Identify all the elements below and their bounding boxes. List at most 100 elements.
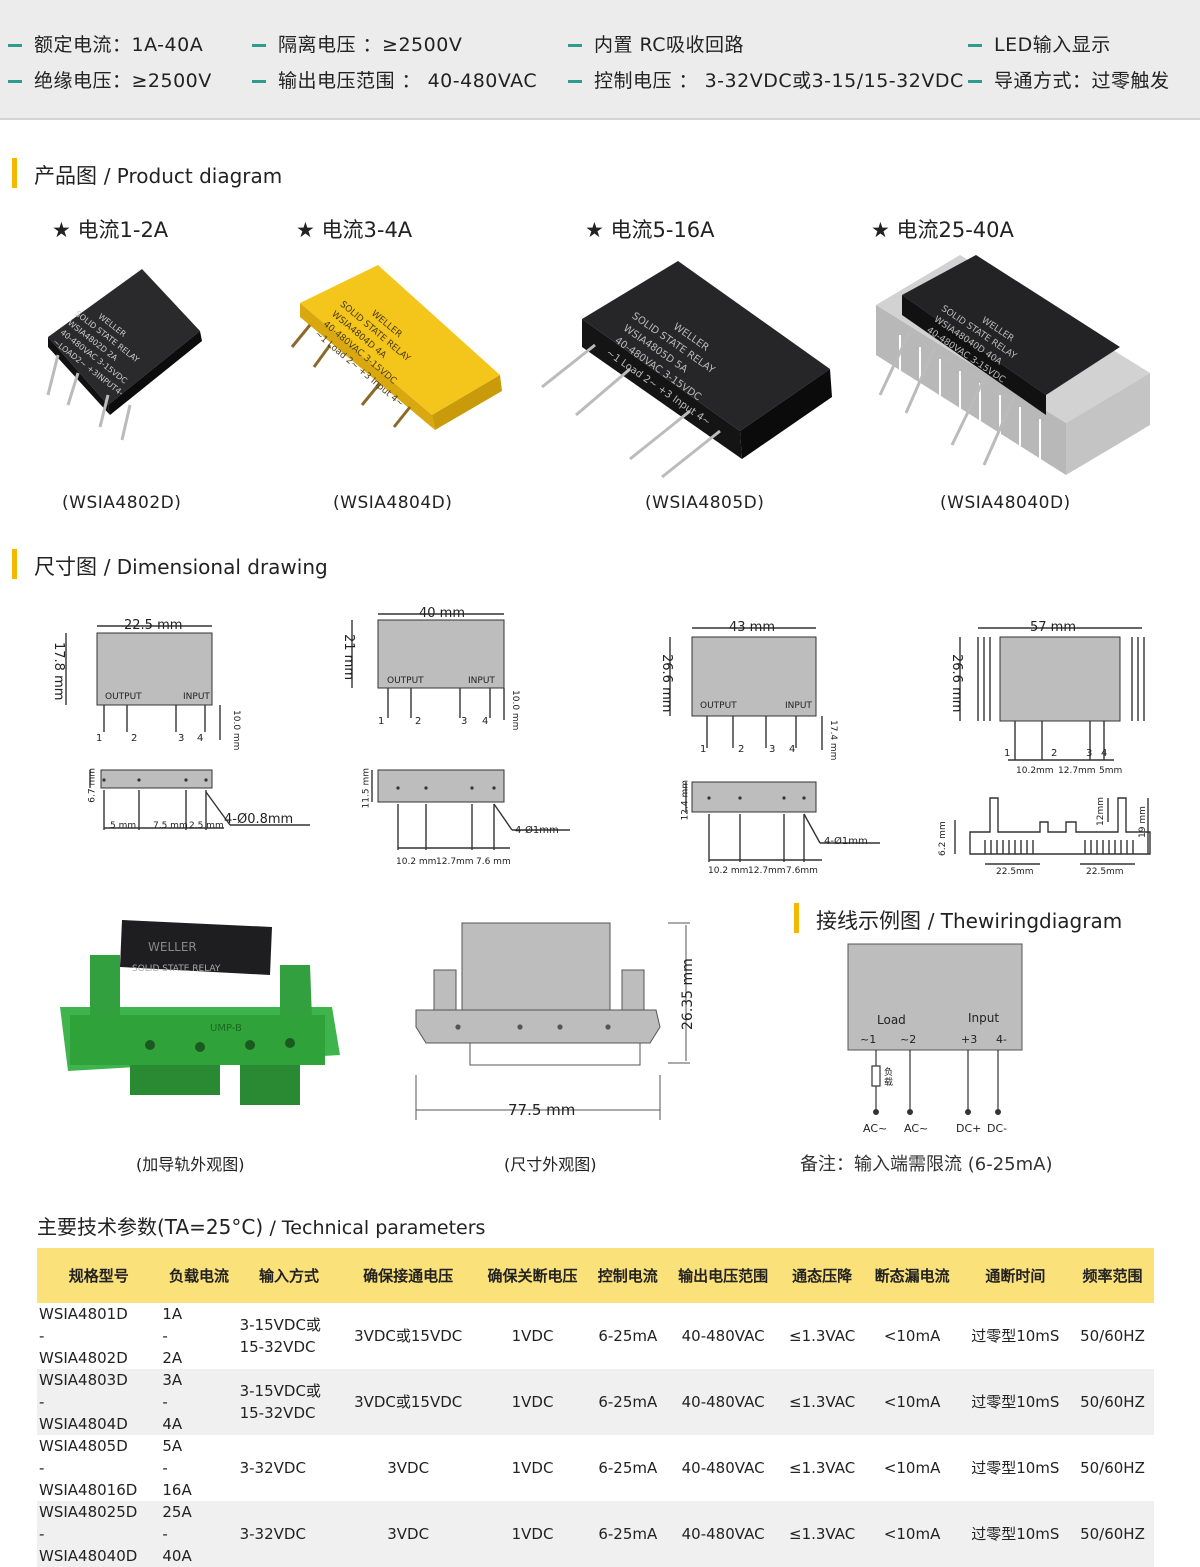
rail-module-image: WELLER SOLID STATE RELAY UMP-B — [60, 920, 340, 1105]
section-product-header: 产品图 / Product diagram — [12, 158, 282, 190]
dash-icon — [8, 44, 22, 47]
dim-spacing: 7.6mm — [786, 866, 818, 876]
output-voltage-cell: 40-480VAC — [666, 1369, 780, 1435]
dim-spacing: 5 mm — [110, 821, 137, 831]
dim-heatsink-width: 22.5mm — [1086, 867, 1124, 877]
table-header-cell: 控制电流 — [589, 1248, 667, 1303]
pin-number: 3 — [178, 733, 185, 744]
input-label: INPUT — [183, 692, 210, 702]
pin-number: 4 — [789, 744, 796, 755]
switch-time-cell: 过零型10mS — [959, 1369, 1071, 1435]
dim-width: 43 mm — [729, 620, 776, 635]
rail-drawings: WELLER SOLID STATE RELAY UMP-B — [60, 920, 690, 1120]
wiring-terminal: AC~ — [863, 1122, 888, 1135]
leakage-cell: <10mA — [883, 1327, 941, 1345]
section-params-header: 主要技术参数(TA=25°C) / Technical parameters — [37, 1215, 486, 1239]
product-model: (WSIA4802D) — [62, 493, 182, 513]
model-cell: WSIA4805D-WSIA48016D — [39, 1437, 138, 1499]
relay-bottom-view — [691, 781, 817, 813]
relay-front-view — [96, 632, 213, 706]
product-title: ★ 电流5-16A — [585, 218, 715, 242]
current-cell: 5A-16A — [162, 1437, 192, 1499]
wiring-pin: ~2 — [900, 1033, 917, 1046]
output-voltage-cell: 40-480VAC — [681, 1327, 765, 1345]
dash-icon — [968, 80, 982, 83]
table-header-cell: 频率范围 — [1070, 1248, 1154, 1303]
dash-icon — [8, 80, 22, 83]
dim-spacing: 12.7mm — [748, 866, 786, 876]
switch-time-cell: 过零型10mS — [971, 1459, 1060, 1477]
current-cell: 3A-4A — [160, 1369, 238, 1435]
output-voltage-cell: 40-480VAC — [681, 1459, 765, 1477]
module-label: UMP-B — [210, 1023, 242, 1034]
on-voltage-cell: 3VDC — [340, 1501, 476, 1567]
dim-spacing: 12.7mm — [436, 857, 474, 867]
frequency-cell: 50/60HZ — [1080, 1459, 1145, 1477]
frequency-cell: 50/60HZ — [1080, 1327, 1145, 1345]
output-label: OUTPUT — [105, 692, 142, 702]
section-dimension-header: 尺寸图 / Dimensional drawing — [12, 549, 328, 581]
on-voltage-cell: 3VDC — [387, 1459, 430, 1477]
accent-bar — [12, 158, 17, 188]
current-cell: 25A-40A — [160, 1501, 238, 1567]
spec-item: 导通方式：过零触发 — [968, 66, 1170, 93]
dash-icon — [252, 44, 266, 47]
pin-number: 4 — [1101, 748, 1108, 759]
table-header-cell: 通态压降 — [779, 1248, 865, 1303]
accent-bar — [12, 549, 17, 579]
dim-hole: 4-Ø0.8mm — [224, 812, 294, 827]
table-header-cell: 输入方式 — [237, 1248, 341, 1303]
voltage-drop-cell: ≤1.3VAC — [789, 1459, 856, 1477]
relay-bottom-view — [100, 769, 213, 789]
pin-number: 2 — [415, 716, 422, 727]
wiring-load-resistor-label: 负载 — [884, 1068, 894, 1088]
frequency-cell: 50/60HZ — [1070, 1369, 1154, 1435]
dimension-drawings — [65, 613, 1151, 865]
switch-time-cell: 过零型10mS — [959, 1501, 1071, 1567]
product-title: ★ 电流25-40A — [871, 218, 1014, 242]
wiring-terminal: AC~ — [904, 1122, 929, 1135]
output-voltage-cell: 40-480VAC — [666, 1501, 780, 1567]
section-wiring-header: 接线示例图 / Thewiringdiagram — [794, 903, 1122, 935]
model-cell: WSIA48025D-WSIA48040D — [37, 1501, 161, 1567]
control-current-cell: 6-25mA — [598, 1327, 658, 1345]
spec-item: 输出电压范围 ： 40-480VAC — [252, 66, 537, 93]
off-voltage-cell: 1VDC — [511, 1459, 554, 1477]
dim-hole: 4-Ø1mm — [824, 836, 868, 847]
rail-dim-width: 77.5 mm — [508, 1101, 576, 1119]
dim-heatsink-fin: 12mm — [1096, 797, 1106, 826]
model-cell: WSIA4801D-WSIA4802D — [39, 1305, 128, 1367]
input-label: INPUT — [785, 701, 812, 711]
rail-dim-height: 26.35 mm — [680, 958, 696, 1030]
dash-icon — [252, 80, 266, 83]
pin-number: 3 — [769, 744, 776, 755]
spec-item: LED输入显示 — [968, 30, 1111, 57]
pin-number: 1 — [378, 716, 385, 727]
dim-side: 12.4 mm — [680, 780, 691, 821]
dim-height: 26.6 mm — [949, 654, 964, 713]
leakage-cell: <10mA — [883, 1459, 941, 1477]
params-table: 规格型号 负载电流 输入方式 确保接通电压 确保关断电压 控制电流 输出电压范围… — [37, 1248, 1154, 1567]
dim-height: 21 mm — [341, 634, 356, 681]
pin-number: 3 — [1086, 748, 1093, 759]
table-header-cell: 负载电流 — [160, 1248, 238, 1303]
product-title: ★ 电流3-4A — [296, 218, 413, 242]
product-image-4: WELLER SOLID STATE RELAY WSIA48040D 40A … — [876, 255, 1150, 475]
dim-side: 6.7 mm — [87, 768, 98, 803]
pin-number: 2 — [131, 733, 138, 744]
control-current-cell: 6-25mA — [589, 1369, 667, 1435]
input-cell: 3-32VDC — [237, 1501, 341, 1567]
off-voltage-cell: 1VDC — [475, 1369, 590, 1435]
dim-pin-length: 10.0 mm — [510, 690, 520, 731]
table-header-cell: 确保接通电压 — [340, 1248, 476, 1303]
wiring-terminal: DC+ — [956, 1122, 982, 1135]
dim-heatsink-height: 19 mm — [1138, 806, 1148, 838]
table-header-cell: 断态漏电流 — [864, 1248, 960, 1303]
product-image-2: WELLER SOLID STATE RELAY WSIA4804D 4A 40… — [290, 265, 502, 430]
relay-front-view — [377, 619, 505, 689]
output-label: OUTPUT — [700, 701, 737, 711]
dim-spacing: 12.7mm — [1058, 766, 1096, 776]
off-voltage-cell: 1VDC — [475, 1501, 590, 1567]
